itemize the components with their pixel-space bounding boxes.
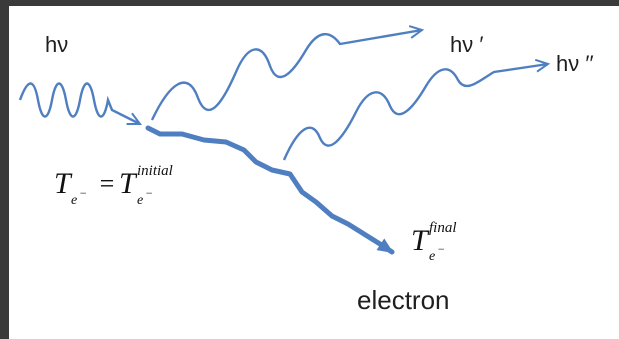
electron-subscript-right: e (137, 193, 143, 208)
incident-photon-wave (20, 84, 140, 125)
minus-superscript-right: − (145, 186, 153, 200)
incident-photon-label: hν (45, 32, 68, 57)
electron-label: electron (357, 285, 450, 315)
scattered-photon-1-label: hν ′ (450, 32, 483, 57)
top-frame-border (0, 0, 619, 6)
scattered-photon-2-wave (284, 64, 548, 160)
left-frame-border (0, 0, 9, 339)
scattered-photon-2-label: hν ′′ (556, 51, 594, 76)
final-superscript: final (429, 220, 457, 236)
t-symbol-right: T (119, 167, 138, 200)
final-kinetic-energy-label: T final e − (411, 220, 457, 264)
electron-subscript-final: e (429, 249, 435, 264)
t-symbol-final: T (411, 224, 430, 257)
minus-superscript-left: − (79, 186, 87, 200)
electron-subscript-left: e (71, 193, 77, 208)
equals-sign: = (98, 169, 116, 198)
scattered-photon-1-wave (152, 30, 422, 120)
initial-kinetic-energy-equation: T e − = T initial e − (54, 163, 173, 208)
initial-superscript: initial (137, 163, 173, 179)
minus-superscript-final: − (437, 242, 445, 256)
electron-trajectory (148, 128, 392, 252)
